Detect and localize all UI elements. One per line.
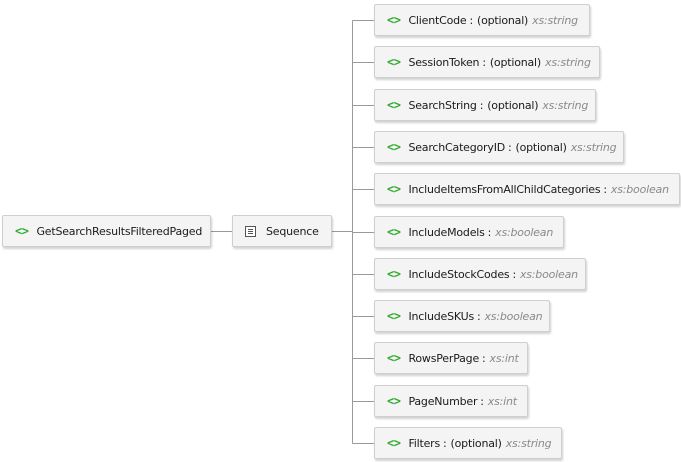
optional-label: (optional) <box>515 140 567 154</box>
root-element-name: GetSearchResultsFilteredPaged <box>36 224 203 238</box>
separator-colon: : <box>512 267 516 281</box>
optional-label: (optional) <box>450 436 502 450</box>
sequence-node[interactable]: Sequence <box>232 215 332 247</box>
child-element-name: ClientCode <box>408 13 467 27</box>
child-element-name: PageNumber <box>408 394 478 408</box>
separator-colon: : <box>469 13 473 27</box>
element-icon: <> <box>387 98 401 112</box>
child-element-name: SessionToken <box>408 55 480 69</box>
element-icon: <> <box>387 309 401 323</box>
type-label: xs:boolean <box>495 225 554 239</box>
child-element-node[interactable]: <> SessionToken:(optional)xs:string <box>374 46 600 78</box>
child-element-node[interactable]: <> SearchString:(optional)xs:string <box>374 89 596 121</box>
child-element-node[interactable]: <> Filters:(optional)xs:string <box>374 427 562 459</box>
element-icon: <> <box>387 182 401 196</box>
child-element-node[interactable]: <> RowsPerPage:xs:int <box>374 342 528 374</box>
child-element-name: Filters <box>408 436 441 450</box>
type-label: xs:boolean <box>610 182 669 196</box>
separator-colon: : <box>487 225 492 239</box>
sequence-icon <box>245 225 256 237</box>
sequence-label: Sequence <box>266 224 319 238</box>
optional-label: (optional) <box>489 55 542 69</box>
element-icon: <> <box>15 224 29 238</box>
type-label: xs:boolean <box>484 309 543 323</box>
optional-label: (optional) <box>487 98 539 112</box>
separator-colon: : <box>508 140 512 154</box>
child-element-name: IncludeSKUs <box>408 309 474 323</box>
element-icon: <> <box>387 225 401 239</box>
separator-colon: : <box>603 182 607 196</box>
separator-colon: : <box>480 394 484 408</box>
type-label: xs:boolean <box>519 267 578 281</box>
type-label: xs:string <box>542 98 589 112</box>
child-element-node[interactable]: <> IncludeStockCodes:xs:boolean <box>374 258 586 290</box>
separator-colon: : <box>482 55 486 69</box>
separator-colon: : <box>476 309 481 323</box>
child-element-name: IncludeStockCodes <box>408 267 510 281</box>
optional-label: (optional) <box>476 13 529 27</box>
child-element-node[interactable]: <> IncludeItemsFromAllChildCategories:xs:… <box>374 173 680 205</box>
type-label: xs:int <box>489 351 519 365</box>
element-icon: <> <box>387 436 401 450</box>
child-element-node[interactable]: <> IncludeModels:xs:boolean <box>374 216 564 248</box>
separator-colon: : <box>443 436 447 450</box>
child-element-name: SearchCategoryID <box>408 140 506 154</box>
type-label: xs:string <box>532 13 578 27</box>
element-icon: <> <box>387 394 401 408</box>
type-label: xs:int <box>487 394 517 408</box>
element-icon: <> <box>387 13 401 27</box>
child-element-name: IncludeModels <box>408 225 485 239</box>
type-label: xs:string <box>505 436 552 450</box>
child-element-node[interactable]: <> SearchCategoryID:(optional)xs:string <box>374 131 624 163</box>
child-element-name: SearchString <box>408 98 477 112</box>
separator-colon: : <box>479 98 484 112</box>
element-icon: <> <box>387 351 401 365</box>
element-icon: <> <box>387 140 401 154</box>
type-label: xs:string <box>570 140 617 154</box>
type-label: xs:string <box>545 55 591 69</box>
separator-colon: : <box>482 351 486 365</box>
child-element-node[interactable]: <> ClientCode:(optional)xs:string <box>374 4 590 36</box>
child-element-name: RowsPerPage <box>408 351 480 365</box>
child-element-name: IncludeItemsFromAllChildCategories <box>408 182 601 196</box>
child-element-node[interactable]: <> IncludeSKUs:xs:boolean <box>374 300 550 332</box>
child-element-node[interactable]: <> PageNumber:xs:int <box>374 385 528 417</box>
element-icon: <> <box>387 267 401 281</box>
root-element-node[interactable]: <> GetSearchResultsFilteredPaged <box>2 215 211 247</box>
element-icon: <> <box>387 55 401 69</box>
